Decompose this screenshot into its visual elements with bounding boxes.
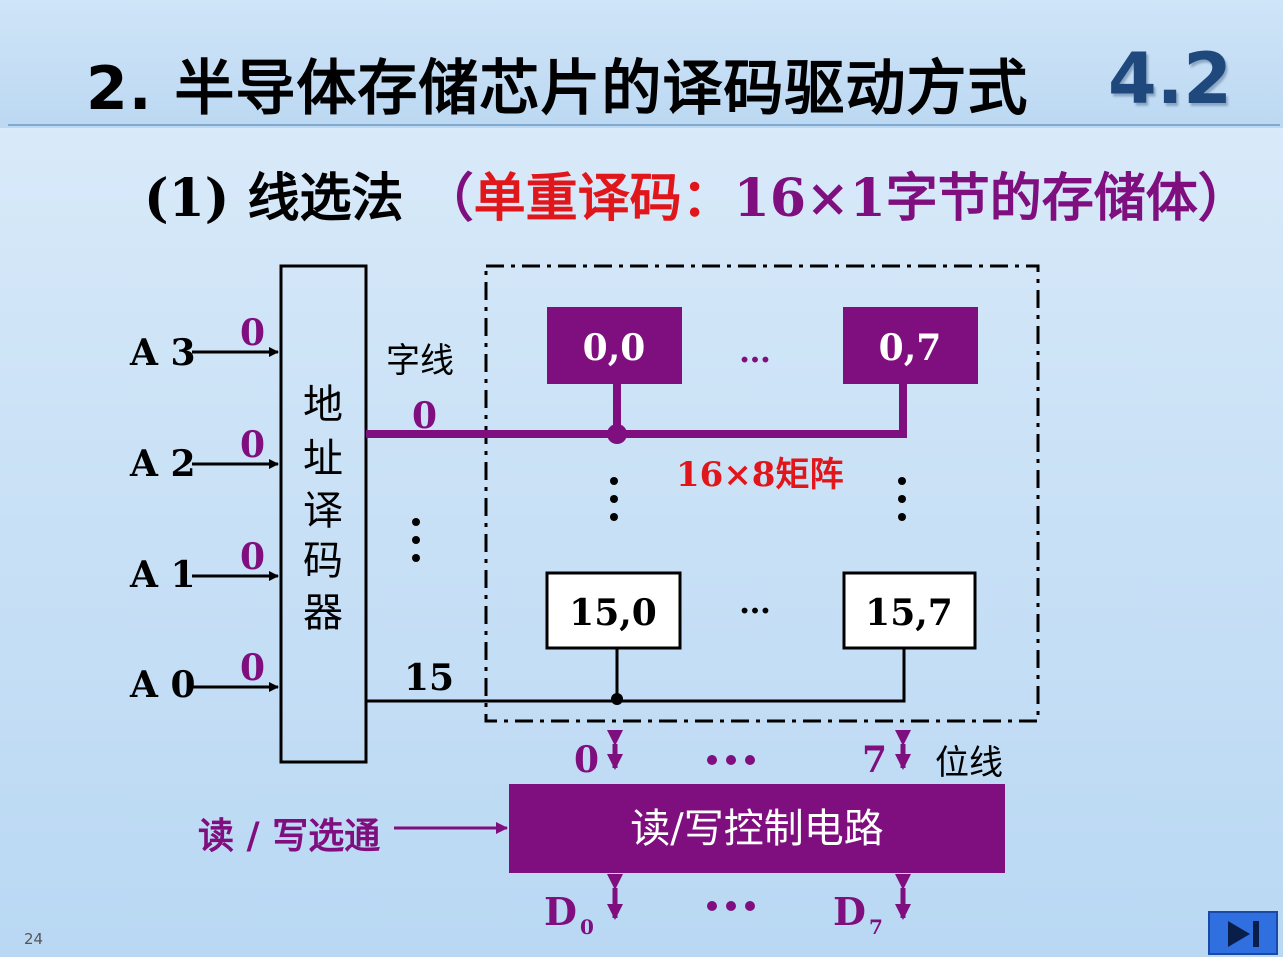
subtitle-decode-type: 单重译码： [473, 168, 734, 229]
cell-15-0-label: 15,0 [569, 592, 657, 634]
address-decoder-box [279, 264, 368, 764]
cell-15-0 [545, 571, 682, 650]
address-label-a0: A 0 [129, 664, 196, 706]
cell-0-7 [843, 307, 978, 384]
top-cells-ellipsis: … [739, 332, 771, 370]
data-line-d0-sub: 0 [580, 915, 594, 939]
data-line-d7-label: D [833, 889, 866, 934]
bottom-cells-ellipsis: … [739, 583, 771, 621]
subtitle: (1) 线选法 （单重译码：16×1字节的存储体） [144, 156, 1250, 231]
subtitle-desc: 16×1字节的存储体） [733, 168, 1250, 229]
word-line-last: 15 [404, 657, 454, 699]
address-label-a2: A 2 [129, 443, 196, 485]
rw-control-label: 读/写控制电路 [630, 806, 883, 852]
data-line-dots [707, 901, 755, 911]
address-line-a0: A 0 0 [129, 647, 279, 706]
decoder-char-1: 地 [303, 382, 343, 428]
word-line-0-junction [607, 424, 627, 444]
decoder-char-5: 器 [303, 590, 343, 636]
slide-title: 2. 半导体存储芯片的译码驱动方式 [86, 54, 1029, 124]
address-label-a1: A 1 [129, 554, 196, 596]
address-line-a3: A 3 0 [129, 312, 279, 374]
data-line-d7-sub: 7 [869, 915, 883, 939]
word-line-label: 字线 [386, 341, 454, 381]
end-bar-icon [1253, 921, 1259, 947]
section-number: 4.2 [1108, 38, 1233, 120]
cell-0-0 [547, 307, 682, 384]
address-value-a0: 0 [240, 647, 265, 689]
address-label-a3: A 3 [129, 332, 196, 374]
bit-line-first: 0 [574, 739, 599, 781]
rw-control-circuit [509, 784, 1005, 873]
decoder-char-3: 译 [303, 488, 343, 534]
address-line-a1: A 1 0 [129, 536, 279, 596]
header-band [0, 0, 1283, 128]
word-line-15-junction [611, 693, 623, 705]
decoder-char-4: 码 [303, 538, 343, 584]
bit-line-label: 位线 [935, 743, 1003, 783]
next-slide-button[interactable] [1208, 911, 1278, 955]
word-line-dots [412, 518, 420, 562]
column-0-dots [610, 477, 618, 521]
address-decoder-label: 地 址 译 码 器 [303, 382, 343, 636]
address-value-a2: 0 [240, 424, 265, 466]
rw-strobe-label: 读 / 写选通 [198, 815, 380, 857]
decoder-char-2: 址 [303, 436, 343, 482]
address-line-a2: A 2 0 [129, 424, 279, 485]
cell-0-7-label: 0,7 [879, 327, 942, 369]
page-number: 24 [24, 930, 44, 948]
subtitle-method: (1) 线选法 [144, 168, 404, 229]
column-7-dots [898, 477, 906, 521]
address-value-a3: 0 [240, 312, 265, 354]
play-next-icon [1228, 921, 1250, 947]
matrix-label: 16×8矩阵 [676, 455, 843, 495]
word-line-15 [366, 648, 906, 703]
data-line-d0-label: D [544, 889, 577, 934]
cell-15-7-label: 15,7 [865, 592, 953, 634]
cell-0-0-label: 0,0 [583, 327, 646, 369]
subtitle-open-paren: （ [421, 168, 474, 229]
cell-15-7 [842, 571, 977, 650]
bit-line-dots [707, 755, 755, 765]
bit-line-last: 7 [862, 739, 887, 781]
address-value-a1: 0 [240, 536, 265, 578]
header-divider [8, 124, 1280, 126]
